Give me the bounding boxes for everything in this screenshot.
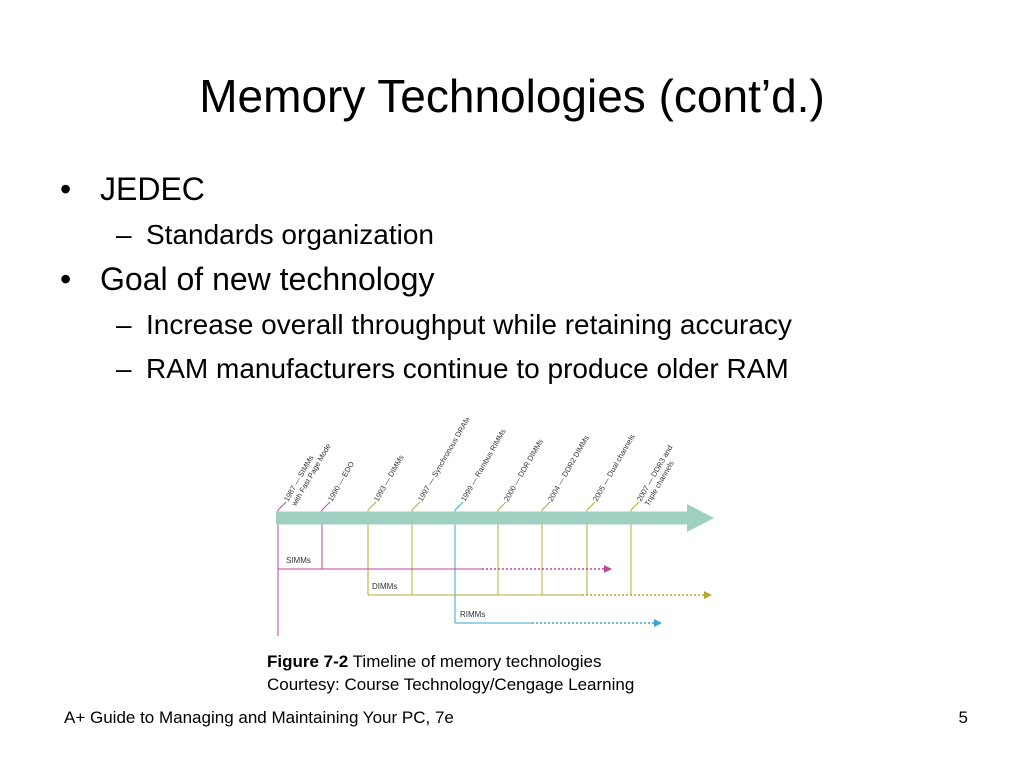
sub-bullet-item: – Increase overall throughput while reta… [60,307,1000,343]
row-arrowhead [704,591,712,599]
caption-line: Figure 7-2 Timeline of memory technologi… [267,650,787,673]
timeline-tick [497,501,507,511]
timeline-event-label: 1990 — EDO [326,460,356,503]
timeline-event-label: 1987 — SIMMswith Fast Page Mode [281,437,332,508]
timeline-tick [411,501,421,511]
sub-bullet-text: Standards organization [146,219,434,250]
slide-number: 5 [958,708,968,727]
bullet-item: • Goal of new technology [60,259,1000,299]
sub-bullet-marker: – [116,309,132,340]
timeline-tick [277,501,287,511]
timeline-tick [541,501,551,511]
timeline-event-label: 2000 — DDR DIMMs [502,437,545,503]
caption-credit: Courtesy: Course Technology/Cengage Lear… [267,675,635,694]
footer-book-title: A+ Guide to Managing and Maintaining You… [64,708,454,727]
timeline-tick [586,501,596,511]
sub-bullet-marker: – [116,219,132,250]
sub-bullet-text: RAM manufacturers continue to produce ol… [146,353,789,384]
timeline-event-label: 2004 — DDR2 DIMMs [546,434,591,503]
timeline-arrow [276,504,714,532]
bullet-text: JEDEC [100,171,205,207]
timeline-event-label: 1993 — DIMMs [372,453,406,503]
caption-figure-number: Figure 7-2 [267,652,349,671]
figure-caption: Figure 7-2 Timeline of memory technologi… [267,650,787,696]
row-label: SIMMs [286,556,311,565]
row-label: RIMMs [460,610,485,619]
timeline-tick [321,501,331,511]
sub-bullet-text: Increase overall throughput while retain… [146,309,792,340]
timeline-event-label: 1999 — Rambus RIMMs [459,427,508,503]
row-arrowhead [604,565,612,573]
bullet-marker: • [60,261,72,297]
bullet-item: • JEDEC [60,169,1000,209]
sub-bullet-marker: – [116,353,132,384]
row-arrowhead [654,619,662,627]
bullet-marker: • [60,171,72,207]
bullet-text: Goal of new technology [100,261,435,297]
timeline-event-label: 2007 — DDR3 andTriple channels [635,444,682,508]
timeline-event-label: 2005 — Dual channels [591,433,637,503]
timeline-tick [454,501,464,511]
sub-bullet-item: – RAM manufacturers continue to produce … [60,351,1000,387]
timeline-tick [367,501,377,511]
caption-text: Timeline of memory technologies [348,652,602,671]
bullet-list: • JEDEC – Standards organization • Goal … [60,163,1000,387]
slide-title: Memory Technologies (cont’d.) [199,70,825,122]
sub-bullet-item: – Standards organization [60,217,1000,253]
timeline-tick [630,501,640,511]
row-label: DIMMs [372,582,397,591]
